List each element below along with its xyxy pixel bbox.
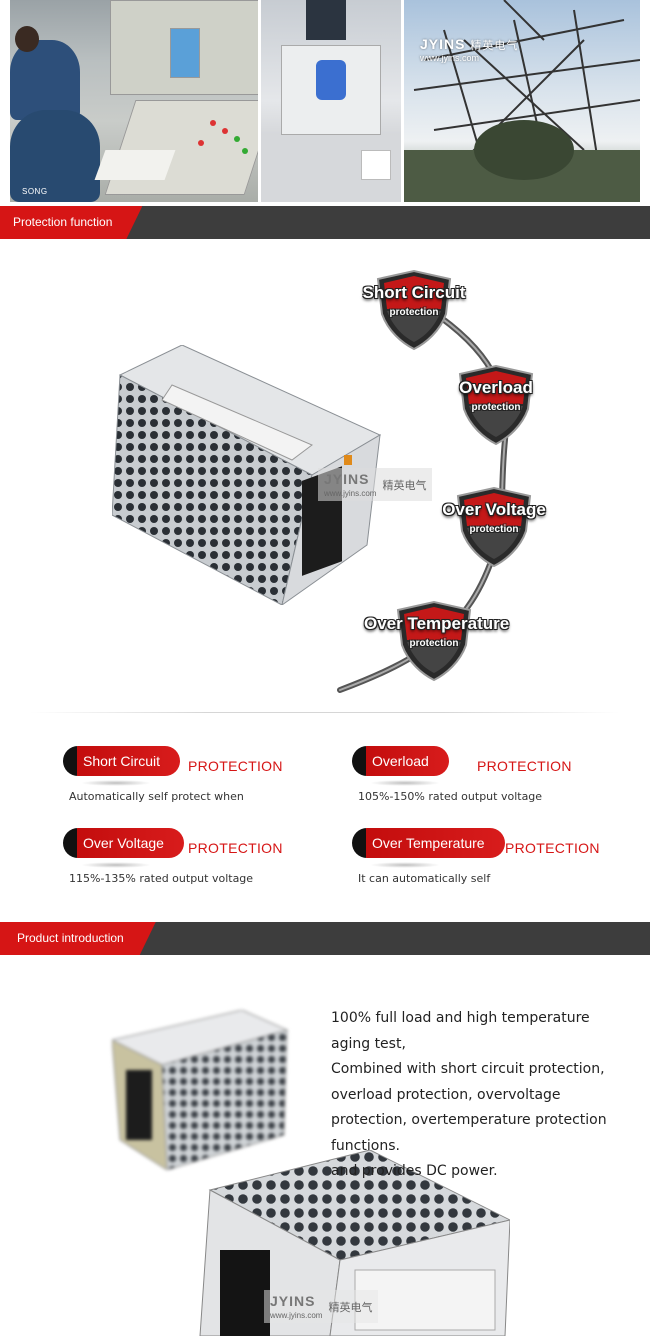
shield-icon bbox=[376, 269, 452, 351]
divider-line bbox=[30, 712, 620, 713]
badge-short-circuit: Short Circuit protection bbox=[354, 265, 474, 355]
shield-icon bbox=[456, 486, 532, 568]
badge-over-temperature: Over Temperature protection bbox=[364, 596, 509, 686]
intro-paragraph: 100% full load and high temperature agin… bbox=[331, 1010, 590, 1052]
protection-diagram: JYINS www.jyins.com 精英电气 Short Circuit p… bbox=[0, 240, 650, 710]
brand-url: www.jyins.com bbox=[420, 53, 480, 63]
protection-description: 105%-150% rated output voltage bbox=[358, 790, 543, 803]
protection-pill: Over Temperature bbox=[352, 828, 505, 858]
badge-subtitle: protection bbox=[389, 307, 439, 318]
intro-paragraph: Combined with short circuit protection, … bbox=[331, 1061, 607, 1154]
section-title-protection-function: Protection function bbox=[0, 206, 142, 239]
badge-subtitle: protection bbox=[409, 638, 459, 649]
machine-photo bbox=[261, 0, 401, 202]
brand-watermark: JYINS 精英电气 www.jyins.com bbox=[420, 36, 518, 63]
power-supply-image-blurred bbox=[110, 1009, 292, 1171]
protection-description: Automatically self protect when bbox=[69, 790, 244, 803]
badge-title: Short Circuit bbox=[362, 283, 466, 302]
protection-description: 115%-135% rated output voltage bbox=[69, 872, 254, 885]
badge-subtitle: protection bbox=[471, 402, 521, 413]
badge-title: Over Temperature bbox=[364, 614, 510, 633]
shield-icon bbox=[458, 364, 534, 446]
protection-suffix: PROTECTION bbox=[505, 840, 600, 856]
section-bar-product-intro: Product introduction bbox=[0, 922, 650, 955]
protection-pill: Short Circuit bbox=[63, 746, 181, 776]
badge-over-voltage: Over Voltage protection bbox=[434, 482, 554, 572]
protection-suffix: PROTECTION bbox=[188, 840, 283, 856]
product-intro-text: 100% full load and high temperature agin… bbox=[331, 1006, 631, 1185]
top-photo-strip: SONG JYINS 精英电气 bbox=[0, 0, 650, 205]
control-room-photo: SONG bbox=[10, 0, 258, 202]
power-supply-image-closeup: JYINS www.jyins.com 精英电气 bbox=[180, 1149, 512, 1336]
protection-pill: Overload bbox=[352, 746, 449, 776]
shield-icon bbox=[396, 600, 472, 682]
protection-description: It can automatically self bbox=[358, 872, 491, 885]
section-bar-protection: Protection function bbox=[0, 206, 650, 239]
photo-caption: SONG bbox=[22, 187, 48, 196]
badge-title: Overload bbox=[459, 378, 533, 397]
diagram-watermark: JYINS www.jyins.com 精英电气 bbox=[318, 468, 433, 501]
brand-logo: JYINS 精英电气 bbox=[420, 36, 519, 52]
badge-subtitle: protection bbox=[469, 524, 519, 535]
protection-suffix: PROTECTION bbox=[477, 758, 572, 774]
badge-title: Over Voltage bbox=[442, 500, 546, 519]
intro-paragraph: and provides DC power. bbox=[331, 1163, 498, 1179]
satellite-dish-photo bbox=[404, 0, 640, 202]
intro-watermark: JYINS www.jyins.com 精英电气 bbox=[264, 1290, 379, 1323]
badge-overload: Overload protection bbox=[436, 360, 556, 450]
protection-suffix: PROTECTION bbox=[188, 758, 283, 774]
protection-pill: Over Voltage bbox=[63, 828, 184, 858]
section-title-product-introduction: Product introduction bbox=[0, 922, 156, 955]
